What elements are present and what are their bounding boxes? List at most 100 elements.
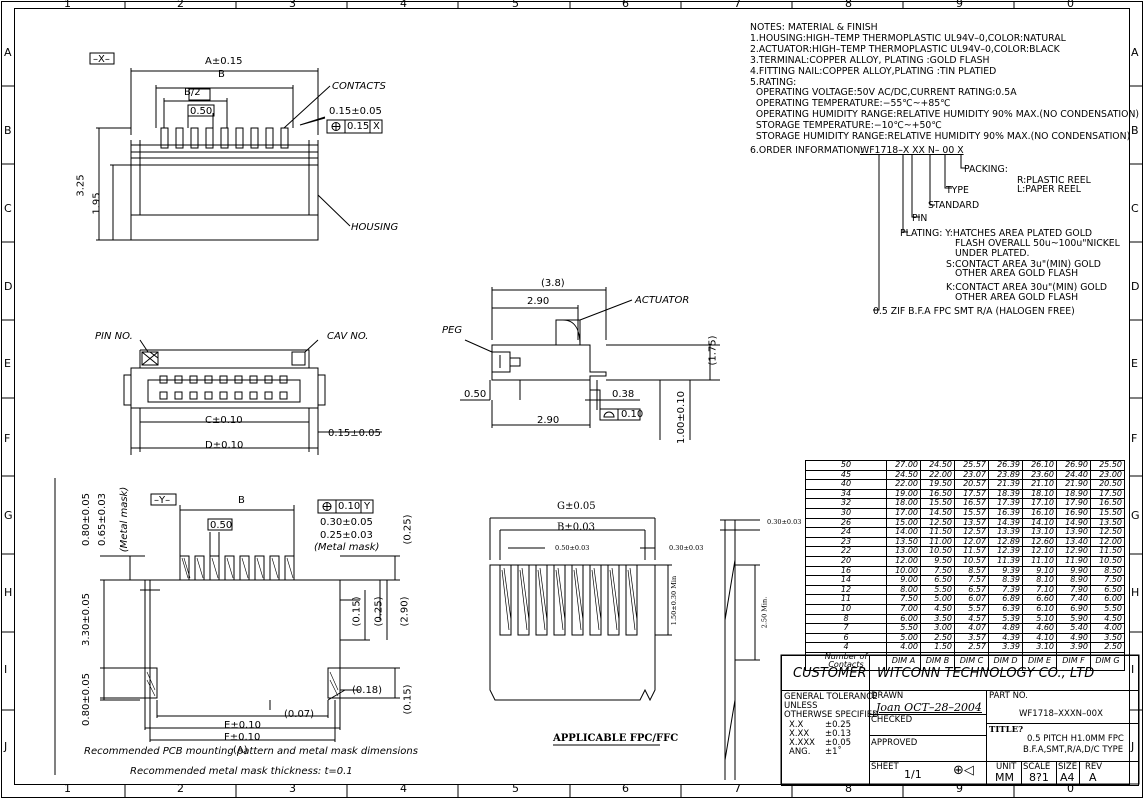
table-cell: 9.50	[920, 555, 955, 567]
table-cell: 15.57	[954, 507, 989, 519]
size-label: SIZE	[1058, 762, 1078, 772]
order-type: TYPE	[946, 185, 969, 196]
zone-row-b: B	[4, 124, 12, 137]
table-cell: 7	[805, 623, 887, 634]
sheet-label: SHEET	[871, 762, 899, 772]
side-peg-dim: 0.50	[464, 389, 487, 400]
note-line: 1.HOUSING:HIGH–TEMP THERMOPLASTIC UL94V–…	[750, 32, 1066, 44]
fpc-drawing	[489, 517, 760, 780]
note-line: STORAGE TEMPERATURE:−10℃~+50℃	[750, 120, 942, 132]
table-cell: 6.90	[1056, 603, 1091, 615]
zone-col-2-bottom: 2	[177, 782, 184, 795]
fpc-gold-len: 1.50±0.30 Min	[670, 575, 679, 626]
side-base-len: 2.90	[537, 415, 560, 426]
zone-row-a-right: A	[1131, 46, 1139, 59]
table-cell: 6.39	[988, 603, 1023, 615]
table-cell: 11.39	[988, 555, 1023, 567]
table-cell: 7.00	[886, 603, 921, 615]
table-cell: 4.00	[886, 642, 921, 653]
table-cell: 13.39	[988, 527, 1023, 538]
scale-label: SCALE	[1023, 762, 1051, 772]
table-cell: 21.10	[1022, 479, 1057, 490]
table-cell: 12.50	[1090, 527, 1125, 538]
pcb-pattern-drawing	[54, 478, 400, 775]
zone-row-d-right: D	[1131, 280, 1140, 293]
zone-row-h-right: H	[1131, 586, 1140, 599]
table-cell: 5.57	[954, 603, 989, 615]
zone-row-j: J	[4, 740, 8, 753]
table-cell: 3.00	[920, 623, 955, 634]
table-cell: 12.10	[1022, 546, 1057, 557]
table-cell: 24	[805, 527, 887, 538]
pcb-mask-len: 0.65±0.03	[96, 493, 108, 546]
table-cell: 14.50	[920, 507, 955, 519]
table-cell: 6.50	[920, 575, 955, 586]
contacts-label: CONTACTS	[332, 81, 386, 92]
zone-col-4: 4	[400, 0, 407, 10]
side-overall: (3.8)	[541, 278, 565, 289]
title-block: CUSTOMER WITCONN TECHNOLOGY CO., LTD GEN…	[781, 655, 1139, 786]
pcb-dim-e: E±0.10	[224, 720, 261, 731]
table-cell: 1.50	[920, 642, 955, 653]
table-cell: 30	[805, 507, 887, 519]
table-cell: 5.00	[920, 594, 955, 605]
table-cell: 9.00	[886, 575, 921, 586]
zone-col-5-bottom: 5	[512, 782, 519, 795]
table-cell: 10.50	[1090, 555, 1125, 567]
table-cell: 50	[805, 460, 887, 471]
order-plating-s1: S:CONTACT AREA 3u"(MIN) GOLD	[946, 259, 1101, 270]
zone-row-i: I	[4, 663, 8, 676]
unit-value: MM	[995, 771, 1014, 784]
pcb-position-tol: 0.10	[338, 501, 361, 512]
peg-label: PEG	[442, 325, 463, 336]
zone-col-1: 1	[64, 0, 71, 10]
table-cell: 3.39	[988, 642, 1023, 653]
table-cell: 2.57	[954, 642, 989, 653]
table-cell: 40	[805, 479, 887, 490]
order-plating-y3: UNDER PLATED.	[955, 248, 1030, 259]
top-height-body: 1.95	[91, 192, 103, 215]
top-view-drawing	[89, 52, 383, 241]
zone-col-6-bottom: 6	[622, 782, 629, 795]
side-height: (1.75)	[707, 335, 719, 366]
pcb-d025a: (0.25)	[402, 514, 414, 545]
part-label: PART NO.	[989, 691, 1028, 701]
table-cell: 26.90	[1056, 460, 1091, 471]
top-height-total: 3.25	[75, 174, 87, 197]
fpc-pitch: 0.50±0.03	[555, 544, 590, 552]
drawn-value: Joan OCT–28–2004	[876, 701, 982, 714]
table-cell: 8.39	[988, 575, 1023, 586]
table-cell: 27.00	[886, 460, 921, 471]
top-dim-a: A±0.15	[205, 56, 243, 67]
table-cell: 6.60	[1022, 594, 1057, 605]
zone-col-5: 5	[512, 0, 519, 10]
table-cell: 2.50	[1090, 642, 1125, 653]
order-plating-y2: FLASH OVERALL 50u~100u"NICKEL	[955, 238, 1120, 249]
table-cell: 14.00	[886, 527, 921, 538]
part-value: WF1718–XXXN–00X	[1019, 709, 1103, 719]
tol-xx-value: ±0.13	[825, 729, 852, 739]
side-view-drawing	[460, 287, 720, 440]
table-cell: 7.50	[886, 594, 921, 605]
x-datum: –X–	[93, 54, 110, 65]
table-cell: 12.90	[1056, 546, 1091, 557]
table-cell: 26.10	[1022, 460, 1057, 471]
table-cell: 4	[805, 642, 887, 653]
fpc-width: 0.30±0.03	[669, 544, 704, 552]
table-cell: 6.10	[1022, 603, 1057, 615]
order-info-leaders	[873, 154, 966, 311]
pcb-caption2: Recommended metal mask thickness: t=0.1	[130, 766, 353, 777]
table-cell: 21.39	[988, 479, 1023, 490]
table-cell: 10	[805, 603, 887, 615]
pcb-pitch: 0.50	[210, 520, 233, 531]
table-cell: 16.39	[988, 507, 1023, 519]
size-value: A4	[1060, 771, 1075, 784]
